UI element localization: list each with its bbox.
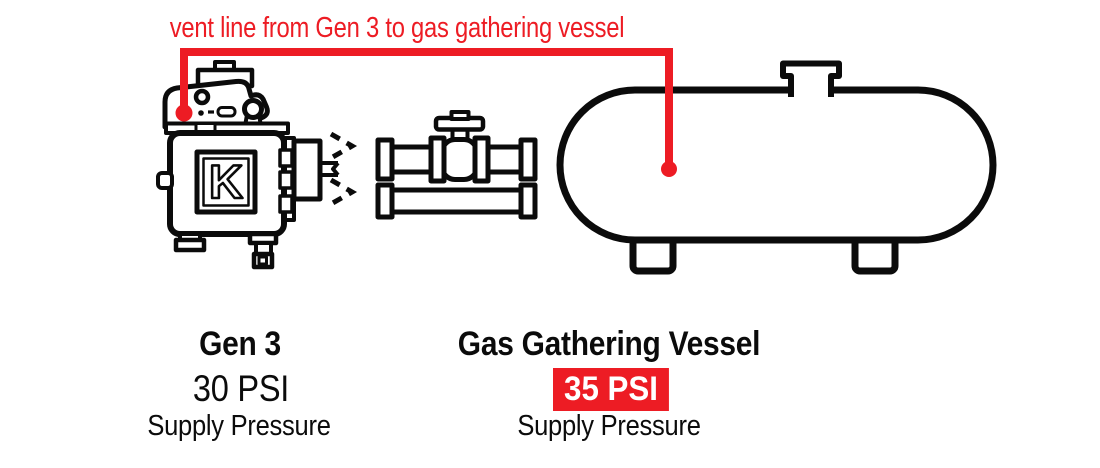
gen3-pressure-value: 30 PSI — [192, 368, 290, 409]
gen3-device-illustration: K — [156, 60, 340, 270]
gen3-logo: K — [194, 149, 258, 215]
pipe-valve-assembly — [375, 110, 538, 220]
vent-point-gen3-marker — [175, 104, 193, 122]
gen3-logo-letter: K — [209, 155, 243, 208]
vessel-pressure-caption: Supply Pressure — [517, 410, 701, 442]
vessel-pressure-badge: 35 PSI — [553, 368, 669, 411]
vessel-shell — [556, 86, 997, 244]
vessel-top-nozzle — [780, 60, 842, 97]
vent-line-path — [175, 48, 677, 177]
gas-gathering-vessel-illustration — [556, 60, 997, 275]
vent-exhaust-arrows-icon — [329, 131, 358, 207]
gen3-pressure-caption: Supply Pressure — [147, 410, 331, 442]
valve-body — [428, 135, 491, 184]
vessel-name-label: Gas Gathering Vessel — [457, 325, 761, 363]
vent-line-label: vent line from Gen 3 to gas gathering ve… — [169, 12, 625, 44]
gen3-name-label: Gen 3 — [199, 325, 281, 363]
vent-point-vessel-marker — [661, 161, 677, 177]
